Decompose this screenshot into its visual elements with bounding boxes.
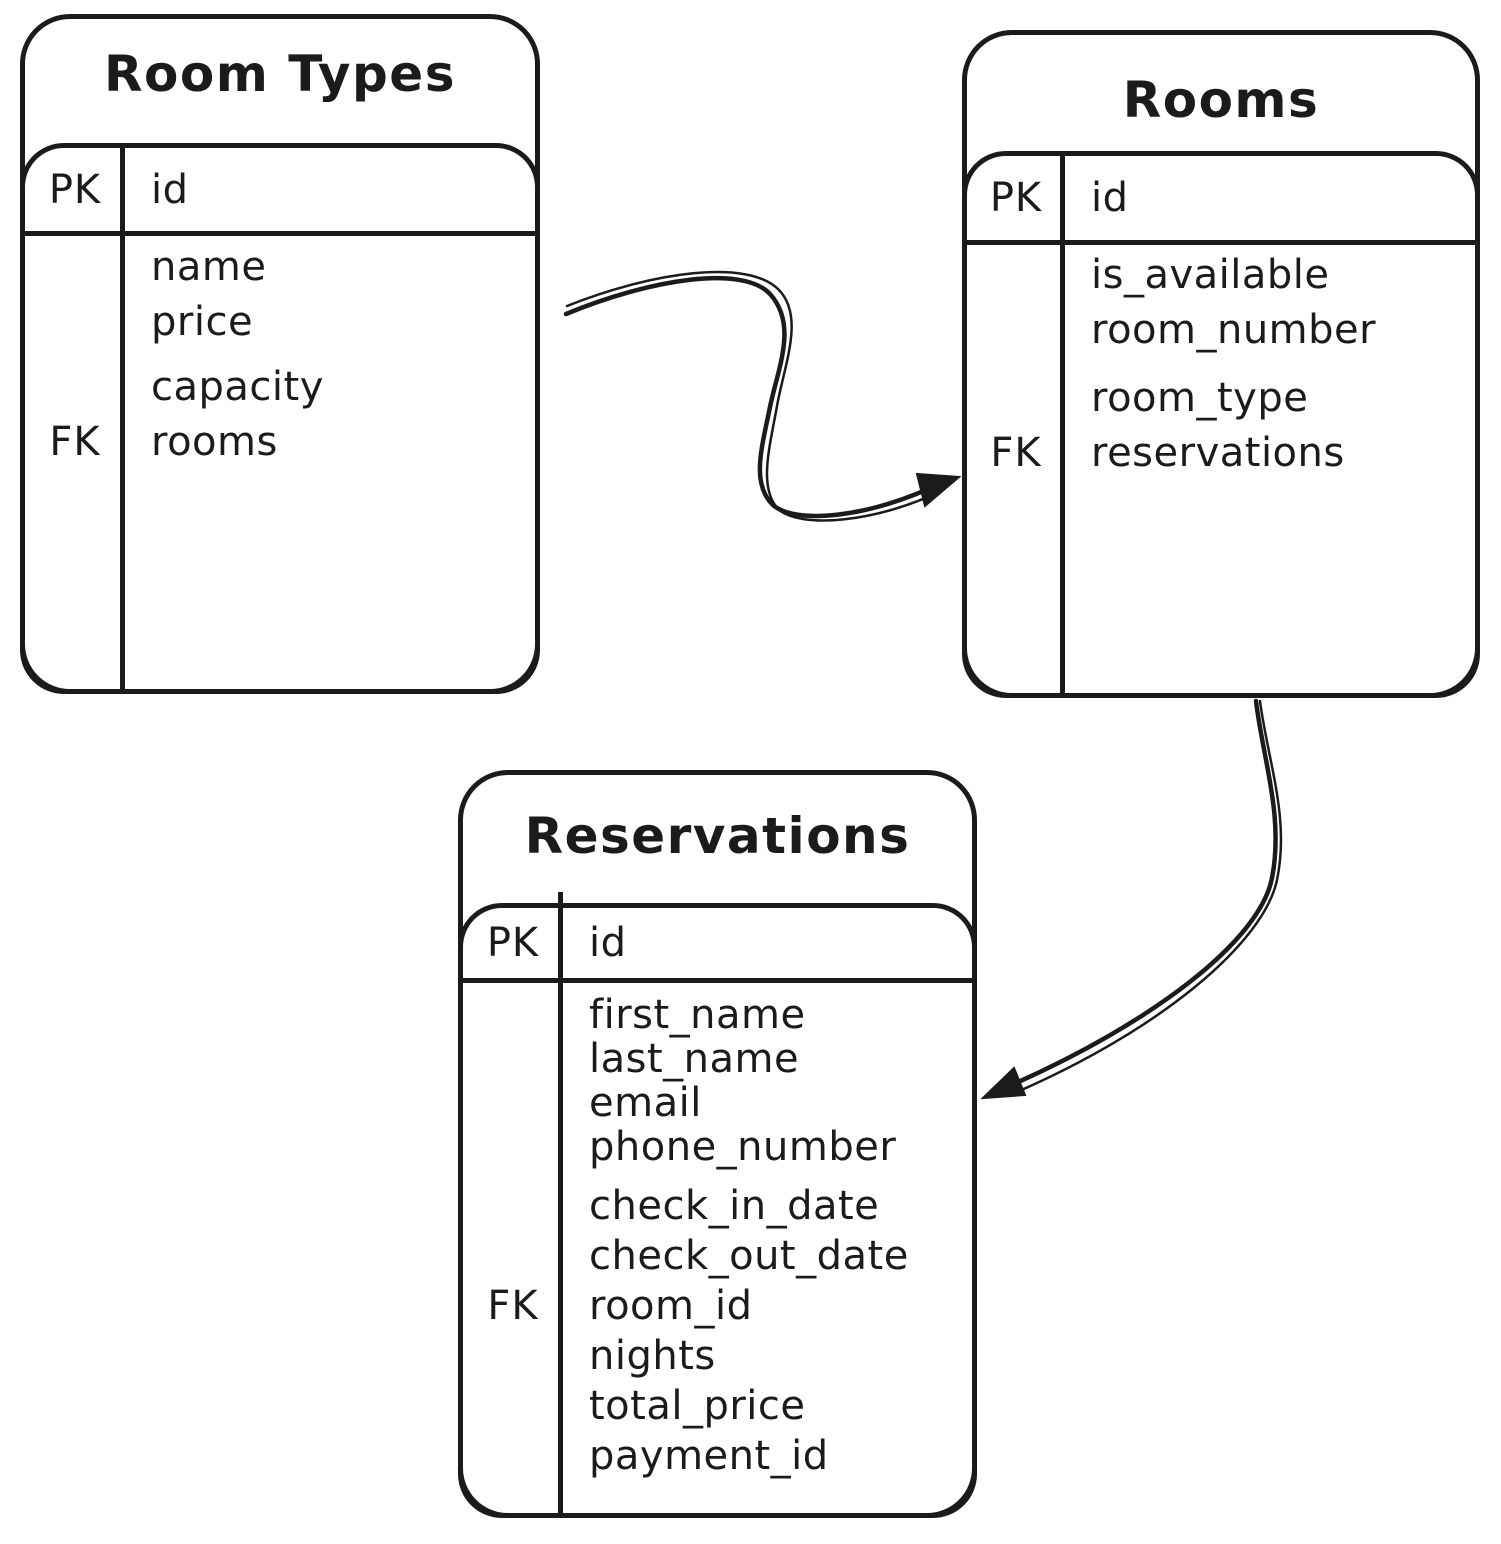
pk-label: PK <box>486 920 540 966</box>
table-title: Rooms <box>1122 71 1320 129</box>
pk-label: PK <box>989 175 1043 221</box>
field-name: is_available <box>1091 251 1330 298</box>
fk-label: FK <box>487 1283 539 1329</box>
pk-label: PK <box>48 166 102 213</box>
header-divider <box>25 231 535 236</box>
field-name: nights <box>589 1333 716 1379</box>
table-fields-panel: PK id first_name last_name email <box>458 892 977 1518</box>
entity-table-reservations[interactable]: Reservations PK id first_name last_name <box>458 770 977 1518</box>
field-rows: is_available room_number room_type FK re… <box>967 245 1475 480</box>
table-fields-panel: PK id name price capacity FK <box>20 143 540 694</box>
field-name: reservations <box>1091 429 1345 476</box>
field-row: is_available <box>967 247 1475 302</box>
key-column-divider <box>120 148 125 689</box>
field-name: payment_id <box>589 1433 829 1479</box>
field-row: last_name <box>463 1036 972 1082</box>
field-name: capacity <box>151 363 324 410</box>
field-name: rooms <box>151 418 278 465</box>
field-name: check_in_date <box>589 1183 880 1229</box>
key-column-divider <box>1060 156 1065 693</box>
field-row: price <box>25 294 535 349</box>
primary-key-row: PK id <box>967 156 1475 240</box>
field-name: first_name <box>589 992 806 1038</box>
primary-key-row: PK id <box>25 148 535 231</box>
field-row: room_number <box>967 302 1475 357</box>
table-title: Reservations <box>524 807 911 865</box>
header-divider <box>463 978 972 983</box>
field-name: name <box>151 243 267 290</box>
field-rows: name price capacity FK rooms <box>25 236 535 469</box>
field-rows: first_name last_name email phone_number … <box>463 983 972 1481</box>
table-title: Room Types <box>104 45 456 103</box>
field-row: FK reservations <box>967 425 1475 480</box>
field-row: FK room_id <box>463 1281 972 1331</box>
field-name: room_type <box>1091 374 1309 421</box>
field-name: room_number <box>1091 306 1377 353</box>
field-row: email <box>463 1080 972 1126</box>
entity-table-rooms[interactable]: Rooms PK id is_available room_number <box>962 30 1480 698</box>
field-row: payment_id <box>463 1431 972 1481</box>
field-row: first_name <box>463 992 972 1038</box>
field-name: check_out_date <box>589 1233 909 1279</box>
field-name: phone_number <box>589 1124 897 1170</box>
field-name: price <box>151 298 254 345</box>
pk-field-name: id <box>1091 175 1129 221</box>
primary-key-row: PK id <box>463 908 972 978</box>
fk-label: FK <box>990 429 1042 476</box>
pk-field-name: id <box>151 166 189 213</box>
header-divider <box>967 240 1475 245</box>
field-row: capacity <box>25 359 535 414</box>
field-name: last_name <box>589 1036 800 1082</box>
arrow-rooms-to-reservations[interactable] <box>980 698 1283 1100</box>
entity-table-room-types[interactable]: Room Types PK id name price capacity <box>20 14 540 694</box>
arrow-room-types-to-rooms[interactable] <box>563 270 962 522</box>
field-name: room_id <box>589 1283 753 1329</box>
key-column-divider <box>558 892 563 1513</box>
field-row: FK rooms <box>25 414 535 469</box>
fk-label: FK <box>49 418 101 465</box>
field-row: phone_number <box>463 1124 972 1170</box>
field-row: name <box>25 239 535 294</box>
field-row: room_type <box>967 370 1475 425</box>
field-row: check_out_date <box>463 1231 972 1281</box>
field-row: nights <box>463 1331 972 1381</box>
field-row: total_price <box>463 1381 972 1431</box>
field-row: check_in_date <box>463 1181 972 1231</box>
table-fields-panel: PK id is_available room_number room_type <box>962 151 1480 698</box>
pk-field-name: id <box>589 920 627 966</box>
field-name: email <box>589 1080 702 1126</box>
field-name: total_price <box>589 1383 806 1429</box>
